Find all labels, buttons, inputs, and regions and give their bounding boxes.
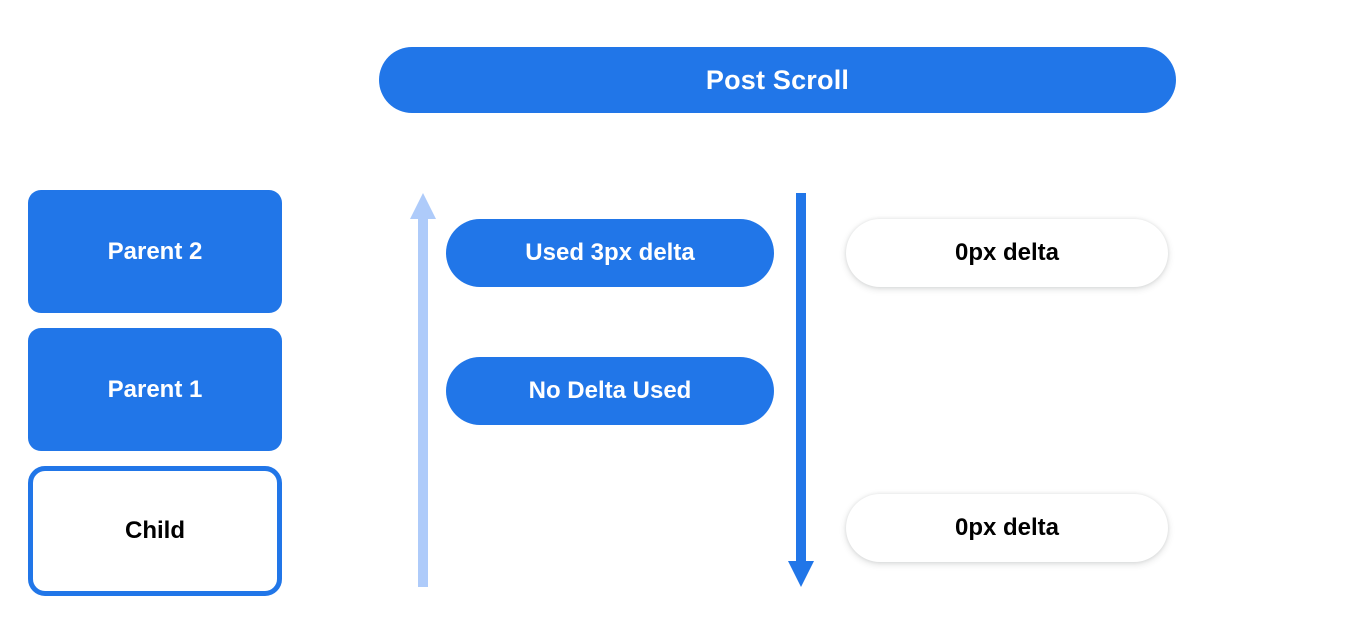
scroll-down-arrow-icon [788, 193, 814, 587]
result-pill-top-label: 0px delta [954, 239, 1060, 266]
stack-box-parent-2: Parent 2 [28, 190, 282, 313]
post-scroll-header-label: Post Scroll [705, 64, 850, 95]
post-scroll-header: Post Scroll [379, 47, 1176, 113]
element-stack: Parent 2 Parent 1 Child [28, 190, 282, 596]
result-pill-top: 0px delta [846, 219, 1168, 287]
delta-pill-no-delta-used: No Delta Used [446, 357, 774, 425]
stack-box-parent-1-label: Parent 1 [107, 375, 203, 403]
delta-pill-used-3px: Used 3px delta [446, 219, 774, 287]
delta-pill-no-delta-used-label: No Delta Used [528, 377, 692, 404]
stack-box-parent-1: Parent 1 [28, 328, 282, 451]
scroll-up-arrow-icon [410, 193, 436, 587]
stack-box-child-label: Child [125, 517, 185, 544]
result-pill-bottom-label: 0px delta [954, 514, 1060, 541]
delta-pill-used-3px-label: Used 3px delta [525, 239, 695, 266]
stack-box-parent-2-label: Parent 2 [107, 237, 203, 265]
stack-box-child: Child [28, 466, 282, 596]
result-pill-bottom: 0px delta [846, 494, 1168, 562]
